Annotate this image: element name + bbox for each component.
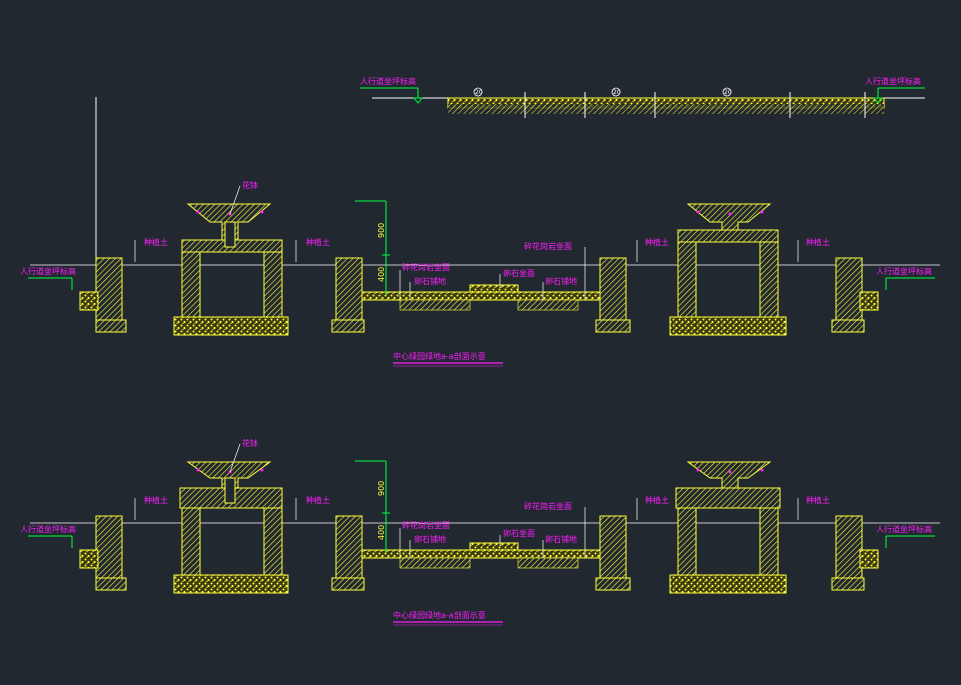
top-pavement-strip: 人行道坐坪标高 人行道坐坪标高 20 20 20: [360, 76, 925, 118]
svg-text:20: 20: [475, 89, 483, 96]
paving-labels: 碎花岗岩坐面 卵石铺地 卵石坐面 碎花岗岩坐面 卵石铺地: [399, 241, 586, 300]
planter-label-left: 花钵: [242, 180, 258, 190]
left-planter-pavilion-2: 花钵: [173, 438, 289, 594]
top-right-ground-mark: 人行道坐坪标高: [865, 76, 925, 104]
ground-mark-left: 人行道坐坪标高: [20, 266, 76, 290]
paving-right-bottom-2: 卵石铺地: [545, 534, 577, 544]
dimension-400-2: 400: [377, 525, 386, 540]
right-curb-wall: [831, 257, 879, 333]
svg-text:20: 20: [724, 89, 732, 96]
center-right-wall: [595, 257, 631, 333]
center-right-wall-2: [595, 515, 631, 591]
right-planter-pavilion: [669, 203, 787, 336]
ground-label-right: 人行道坐坪标高: [876, 266, 932, 276]
ground-label-left: 人行道坐坪标高: [20, 266, 76, 276]
fill-label-right: 种植土: [806, 237, 830, 247]
paving-left-top: 碎花岗岩坐面: [402, 262, 450, 272]
section-2: 花钵: [20, 438, 940, 626]
left-planter-pavilion: 花钵: [173, 180, 289, 336]
fill-label-center-right: 种植土: [645, 237, 669, 247]
paving-right-top: 碎花岗岩坐面: [524, 241, 572, 251]
fill-labels-2: 种植土 种植土 种植土 种植土: [134, 495, 830, 520]
top-marker-1: 20: [473, 87, 483, 97]
right-planter-pavilion-2: [669, 461, 787, 594]
paving-right-top-2: 碎花岗岩坐面: [524, 501, 572, 511]
planter-label-left-2: 花钵: [242, 438, 258, 448]
paving-right-bottom: 卵石铺地: [545, 276, 577, 286]
top-right-ground-label: 人行道坐坪标高: [865, 76, 921, 86]
center-paving: [361, 284, 603, 311]
top-marker-3: 20: [722, 87, 732, 97]
ground-label-left-2: 人行道坐坪标高: [20, 524, 76, 534]
section-1: 花钵: [20, 97, 940, 367]
paving-center: 卵石坐面: [503, 268, 535, 278]
fill-label-left: 种植土: [144, 237, 168, 247]
fill-label-right-2: 种植土: [806, 495, 830, 505]
dimension-900: 900: [377, 223, 386, 238]
section-title-text-2: 中心绿园绿地a-a剖面示意: [393, 610, 486, 620]
center-left-wall-2: [331, 515, 365, 591]
paving-left-bottom-2: 卵石铺地: [414, 534, 446, 544]
dimension-400: 400: [377, 267, 386, 282]
fill-label-center-right-2: 种植土: [645, 495, 669, 505]
dimension-900-2: 900: [377, 481, 386, 496]
fill-labels: 种植土 种植土 种植土 种植土: [134, 237, 830, 262]
ground-mark-left-2: 人行道坐坪标高: [20, 524, 76, 548]
paving-left-top-2: 碎花岗岩坐面: [402, 520, 450, 530]
ground-mark-right: 人行道坐坪标高: [876, 266, 935, 290]
left-curb-wall-2: [79, 515, 127, 591]
center-paving-2: [361, 542, 603, 569]
center-left-wall: [331, 257, 365, 333]
height-dimension-2: 900 400: [355, 460, 390, 553]
fill-label-left-2: 种植土: [144, 495, 168, 505]
section-title: 中心绿园绿地a-a剖面示意: [393, 351, 503, 367]
top-left-ground-mark: 人行道坐坪标高: [360, 76, 424, 104]
right-curb-wall-2: [831, 515, 879, 591]
paving-labels-2: 碎花岗岩坐面 卵石铺地 卵石坐面 碎花岗岩坐面 卵石铺地: [399, 501, 586, 558]
section-title-text: 中心绿园绿地a-a剖面示意: [393, 351, 486, 361]
fill-label-center-left-2: 种植土: [306, 495, 330, 505]
top-left-ground-label: 人行道坐坪标高: [360, 76, 416, 86]
height-dimension: 900 400: [355, 200, 390, 295]
paving-left-bottom: 卵石铺地: [414, 276, 446, 286]
top-marker-2: 20: [611, 87, 621, 97]
svg-text:20: 20: [613, 89, 621, 96]
ground-mark-right-2: 人行道坐坪标高: [876, 524, 935, 548]
ground-label-right-2: 人行道坐坪标高: [876, 524, 932, 534]
fill-label-center-left: 种植土: [306, 237, 330, 247]
left-curb-wall: [79, 257, 127, 333]
section-title-2: 中心绿园绿地a-a剖面示意: [393, 610, 503, 626]
paving-center-2: 卵石坐面: [503, 528, 535, 538]
